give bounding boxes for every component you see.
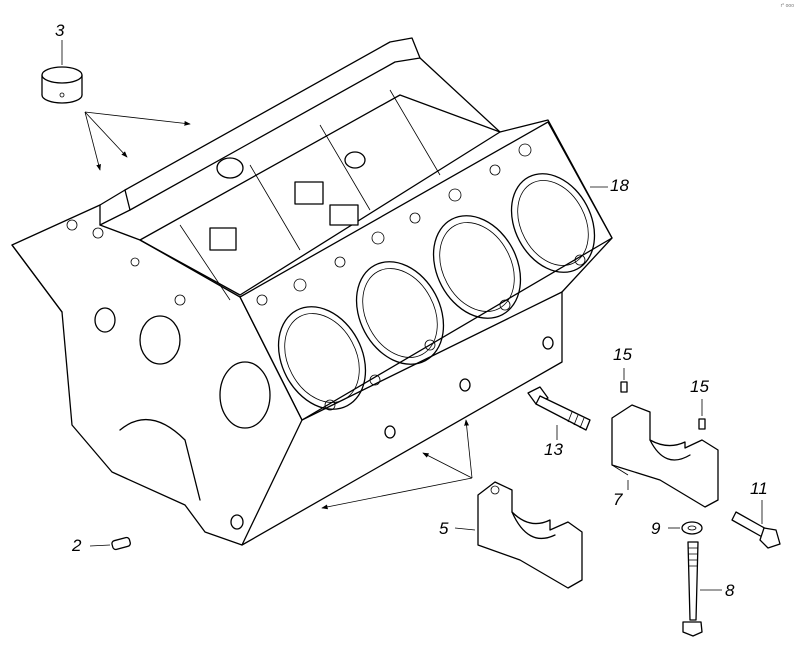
callout-2: 2 [72,536,82,555]
engine-block [11,37,613,546]
corner-mark: r° ooo [780,3,794,9]
arrows-main-caps [321,419,473,510]
part-3-bushing [41,40,83,104]
callout-8: 8 [725,581,735,600]
callout-5: 5 [439,519,449,538]
part-8-stud [682,541,722,637]
callout-11: 11 [750,479,768,498]
callout-15-lower: 15 [690,377,709,396]
deck-holes [256,143,586,411]
part-2-dowel [89,536,131,551]
part-7-bearing-cap [611,404,719,508]
part-9-washer [668,521,703,535]
part-5-bearing-cap [454,481,583,589]
callout-3: 3 [55,21,65,40]
part-11-bolt [731,500,781,549]
part-13-bolt [527,386,591,440]
callout-9: 9 [651,519,661,538]
arrows-part-3 [84,111,191,171]
callout-18: 18 [610,176,629,195]
cylinder-bores [277,173,596,410]
callout-7: 7 [613,490,623,509]
part-15-pins [620,368,706,430]
callout-13: 13 [544,440,563,459]
callout-15-upper: 15 [613,345,632,364]
